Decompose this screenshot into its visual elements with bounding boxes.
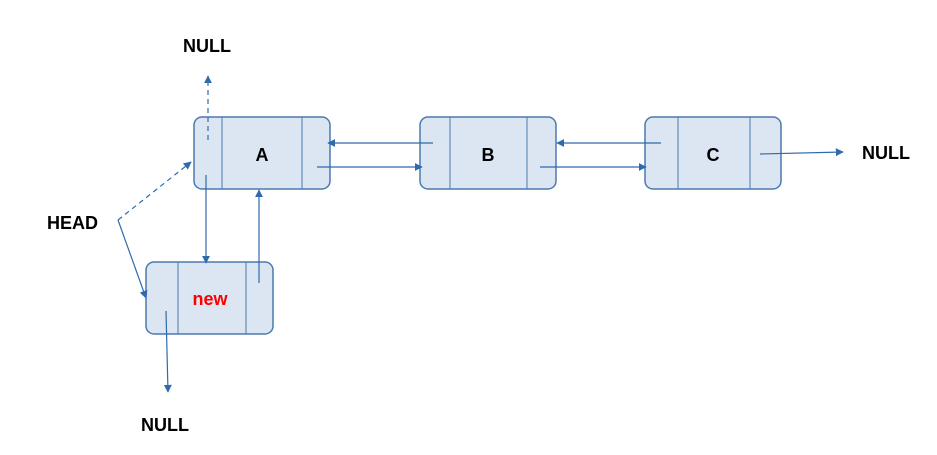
null-right-label: NULL (862, 143, 910, 163)
arrow-head-old-to-a-dashed (117, 161, 192, 221)
node-new-label: new (192, 289, 228, 309)
node-a-label: A (256, 145, 269, 165)
node-new: new (145, 261, 274, 335)
node-a: A (193, 116, 331, 190)
node-b-label: B (482, 145, 495, 165)
head-label: HEAD (47, 213, 98, 233)
node-b-box (419, 116, 557, 190)
arrow-head-to-new (117, 219, 148, 299)
arrow-c-next-to-null (759, 148, 844, 157)
node-a-box (193, 116, 331, 190)
null-bottom-label: NULL (141, 415, 189, 435)
arrow-new-prev-to-null (163, 310, 172, 393)
node-c: C (644, 116, 782, 190)
node-b: B (419, 116, 557, 190)
node-c-label: C (707, 145, 720, 165)
null-top-label: NULL (183, 36, 231, 56)
